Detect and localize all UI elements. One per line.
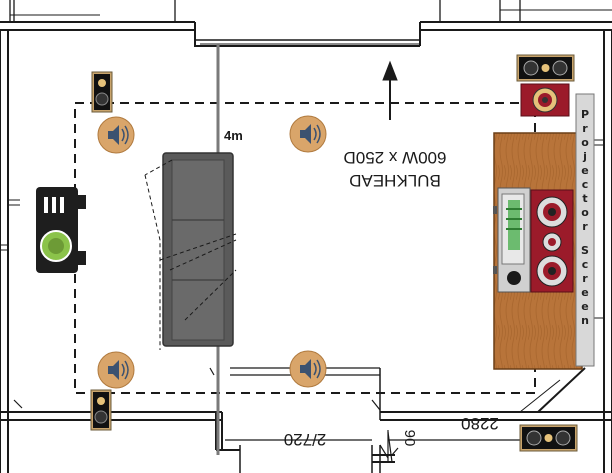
- distance-label: 4m: [224, 128, 243, 143]
- bulkhead-label: BULKHEAD: [349, 171, 441, 190]
- bulkhead-size-label: 600W x 250D: [344, 148, 447, 167]
- subwoofer-icon: [520, 83, 570, 117]
- ceiling-speaker-icon: [289, 115, 327, 153]
- center-speaker-icon: [519, 424, 578, 452]
- bookshelf-speaker-icon: [90, 389, 112, 431]
- center-speaker-icon: [516, 54, 575, 82]
- dimension-label-2280: 2280: [461, 414, 499, 433]
- arrow-up-icon: [382, 60, 398, 120]
- front-speaker-icon: [530, 189, 574, 293]
- ceiling-speaker-icon: [97, 116, 135, 154]
- dimension-label-2720: 2/720: [284, 430, 327, 449]
- ceiling-speaker-icon: [97, 351, 135, 389]
- av-receiver-icon: [493, 187, 531, 293]
- projector-icon: [36, 187, 86, 273]
- dimension-label-90: 90: [401, 430, 418, 447]
- ceiling-speaker-icon: [289, 350, 327, 388]
- sofa-icon: [144, 152, 237, 350]
- bookshelf-speaker-icon: [91, 71, 113, 113]
- dimension-lines: [225, 430, 560, 463]
